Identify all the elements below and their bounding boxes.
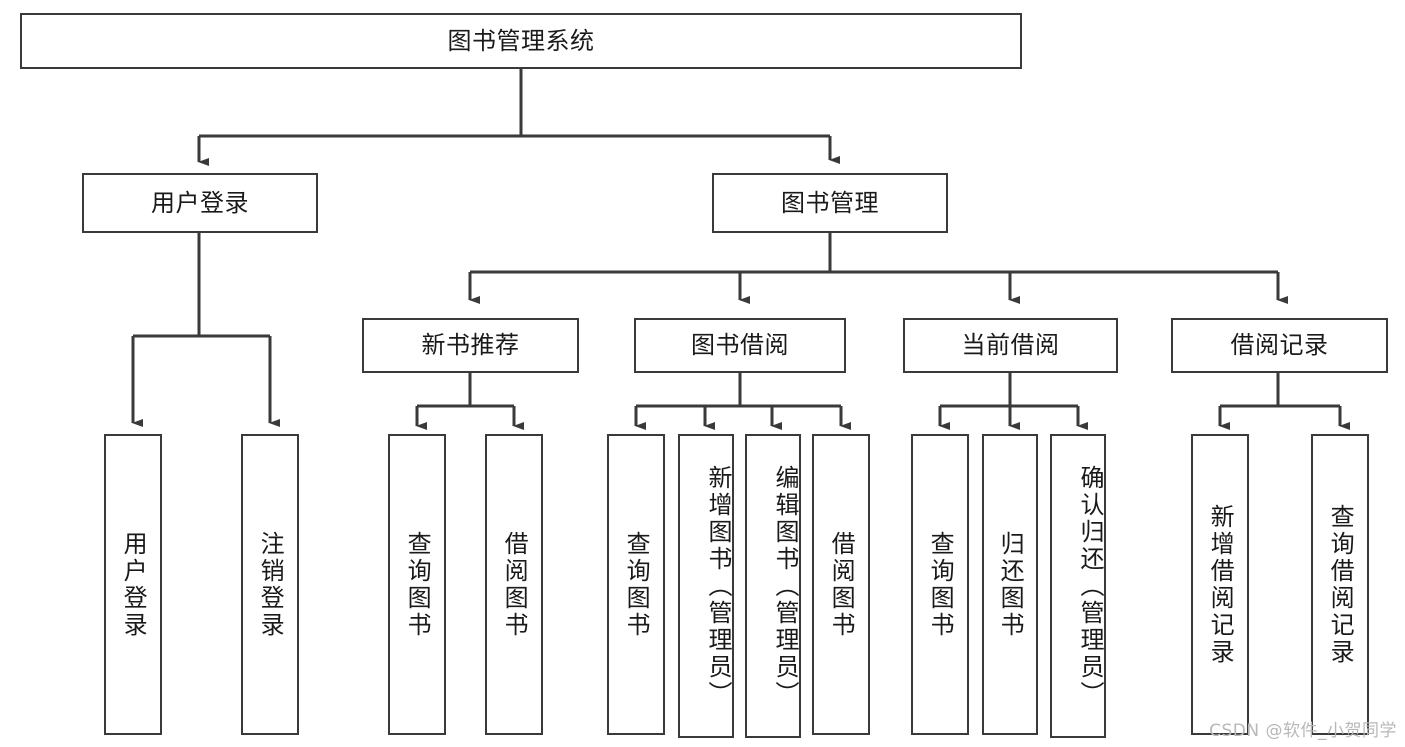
node-leaf-query-book-3[interactable]: 查询图书 [911,434,969,735]
node-borrow-record[interactable]: 借阅记录 [1171,318,1388,373]
node-book-borrow-label: 图书借阅 [691,331,789,360]
node-leaf-query-record[interactable]: 查询借阅记录 [1311,434,1369,735]
node-leaf-add-book-label: 新增图书（管理员） [704,464,732,708]
node-book-management[interactable]: 图书管理 [712,173,948,233]
node-leaf-return-book-label: 归还图书 [996,530,1025,639]
node-book-management-label: 图书管理 [781,188,879,217]
node-leaf-borrow-book-2[interactable]: 借阅图书 [812,434,870,735]
node-user-login-label: 用户登录 [151,188,249,217]
node-leaf-logout-login[interactable]: 注销登录 [241,434,299,735]
node-new-book-recommend[interactable]: 新书推荐 [362,318,579,373]
node-leaf-return-book[interactable]: 归还图书 [982,434,1038,735]
node-leaf-query-book-1[interactable]: 查询图书 [388,434,446,735]
node-leaf-logout-login-label: 注销登录 [256,530,285,639]
node-current-borrow[interactable]: 当前借阅 [903,318,1118,373]
node-leaf-query-book-1-label: 查询图书 [403,530,432,639]
node-current-borrow-label: 当前借阅 [961,331,1060,360]
node-leaf-add-record[interactable]: 新增借阅记录 [1191,434,1249,735]
node-borrow-record-label: 借阅记录 [1230,331,1329,360]
node-leaf-user-login[interactable]: 用户登录 [104,434,162,735]
node-leaf-query-book-2-label: 查询图书 [622,530,651,639]
node-leaf-edit-book-label: 编辑图书（管理员） [771,464,799,708]
node-root[interactable]: 图书管理系统 [20,13,1022,69]
node-leaf-confirm-return[interactable]: 确认归还（管理员） [1050,434,1106,738]
node-user-login[interactable]: 用户登录 [82,173,318,233]
node-leaf-borrow-book-1[interactable]: 借阅图书 [485,434,543,735]
node-leaf-confirm-return-label: 确认归还（管理员） [1076,464,1104,708]
node-book-borrow[interactable]: 图书借阅 [634,318,846,373]
node-leaf-borrow-book-2-label: 借阅图书 [827,530,856,639]
node-new-book-recommend-label: 新书推荐 [421,331,520,360]
node-leaf-query-book-3-label: 查询图书 [926,530,955,639]
node-leaf-add-book[interactable]: 新增图书（管理员） [678,434,734,738]
node-leaf-user-login-label: 用户登录 [119,530,148,639]
node-leaf-query-record-label: 查询借阅记录 [1326,503,1355,666]
node-leaf-borrow-book-1-label: 借阅图书 [500,530,529,639]
node-leaf-query-book-2[interactable]: 查询图书 [607,434,665,735]
node-leaf-edit-book[interactable]: 编辑图书（管理员） [745,434,801,738]
node-root-label: 图书管理系统 [447,26,595,55]
node-leaf-add-record-label: 新增借阅记录 [1206,503,1235,666]
